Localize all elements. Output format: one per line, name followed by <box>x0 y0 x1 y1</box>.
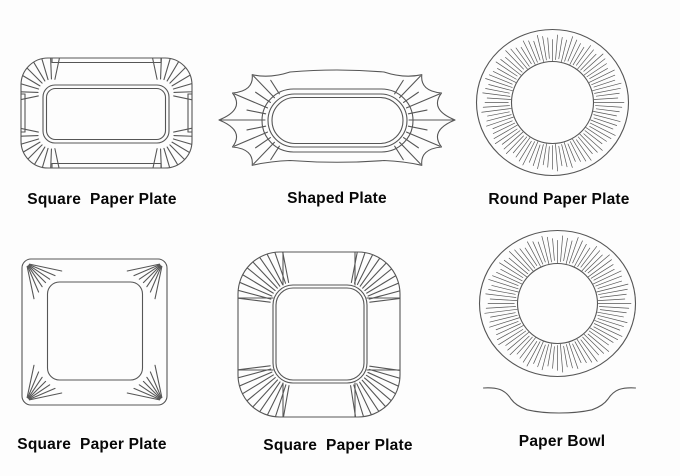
round-paper-plate-top-view-icon <box>475 28 630 177</box>
scalloped-shaped-plate-top-view-icon <box>218 69 456 166</box>
square-paper-plate-top-view-icon <box>21 258 168 406</box>
square-fluted-paper-plate-top-view-icon <box>237 251 401 418</box>
rectangular-paper-plate-top-view-icon <box>20 57 193 169</box>
label-round-paper-plate: Round Paper Plate <box>488 191 630 208</box>
label-shaped-plate: Shaped Plate <box>287 189 387 207</box>
label-square-paper-plate-1: Square Paper Plate <box>27 191 177 208</box>
label-paper-bowl: Paper Bowl <box>518 432 606 450</box>
paper-bowl-top-and-side-view-icon <box>478 229 637 414</box>
label-square-paper-plate-3: Square Paper Plate <box>263 436 413 454</box>
label-square-paper-plate-2: Square Paper Plate <box>17 436 167 453</box>
